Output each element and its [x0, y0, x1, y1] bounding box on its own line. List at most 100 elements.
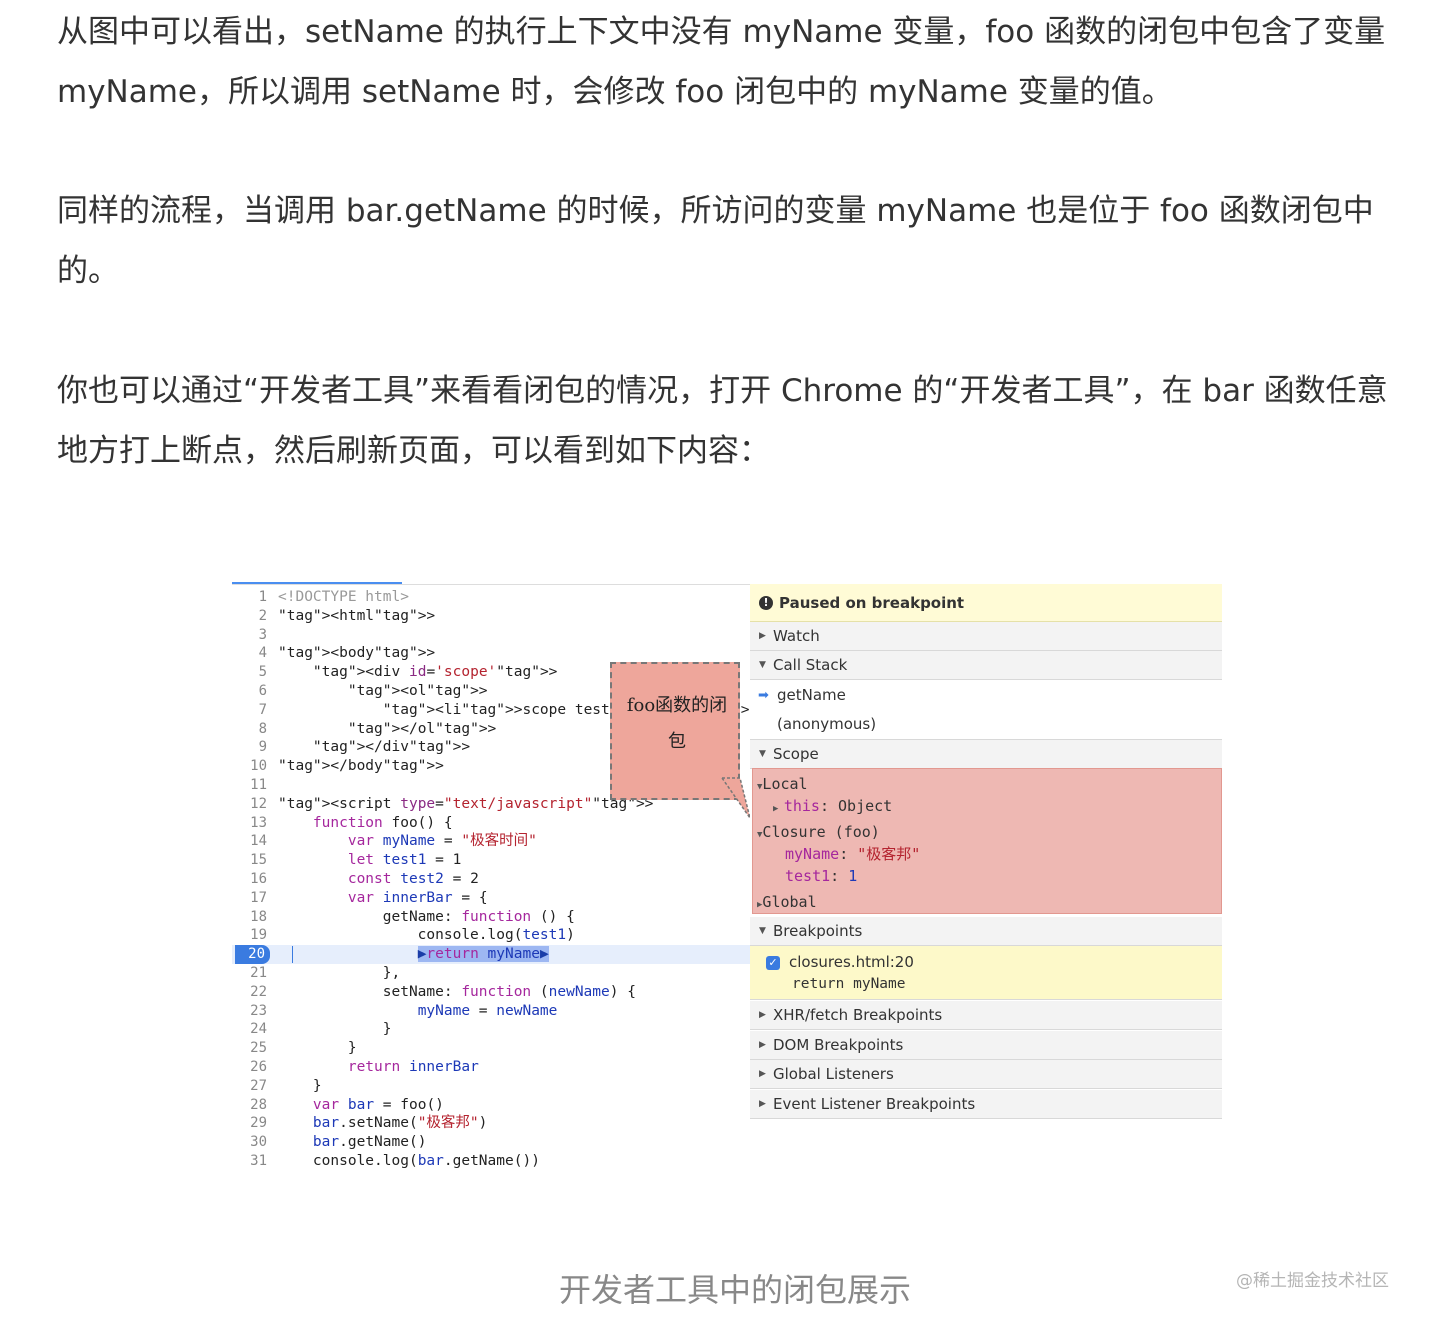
code-text: "tag"></body"tag">>: [278, 758, 444, 775]
line-number[interactable]: 20: [235, 945, 270, 965]
line-number[interactable]: 23: [250, 1002, 267, 1019]
line-number[interactable]: 5: [258, 664, 267, 681]
line-number[interactable]: 2: [258, 607, 267, 624]
scope-this[interactable]: ▶ this: Object: [773, 797, 893, 815]
scope-local[interactable]: ▼Local: [757, 773, 808, 795]
collapse-arrow-icon: ▼: [757, 782, 763, 792]
code-text: <!DOCTYPE html>: [278, 589, 409, 605]
code-line: 12 "tag"><script type="text/javascript""t…: [232, 795, 750, 814]
line-number[interactable]: 11: [250, 777, 267, 793]
line-number[interactable]: 30: [250, 1134, 267, 1151]
code-text: myName = newName: [417, 1002, 558, 1019]
global-listeners-section[interactable]: ▶ Global Listeners: [750, 1060, 1222, 1089]
line-number[interactable]: 1: [258, 589, 267, 605]
section-label: Breakpoints: [773, 922, 863, 940]
callout-text: foo函数的闭包: [626, 695, 728, 752]
checkbox-checked-icon[interactable]: ✓: [766, 956, 780, 970]
devtools-screenshot: 1 <!DOCTYPE html> 2"tag"><html"tag">>3 4 "ta…: [232, 582, 1222, 1177]
line-number[interactable]: 12: [250, 795, 267, 812]
code-line: 5 "tag"><div id='scope'"tag">>: [232, 663, 750, 682]
code-text: "tag"><div id='scope'"tag">>: [312, 664, 558, 681]
line-number[interactable]: 16: [250, 871, 267, 887]
line-number[interactable]: 28: [250, 1096, 267, 1113]
section-label: Watch: [773, 627, 820, 645]
code-line: 30 bar.getName(): [232, 1133, 750, 1152]
line-number[interactable]: 24: [250, 1021, 267, 1038]
breakpoints-section[interactable]: ▼ Breakpoints: [750, 917, 1222, 946]
line-number[interactable]: 8: [258, 720, 267, 737]
code-line: 21 },: [232, 964, 750, 983]
scope-label: Closure (foo): [762, 823, 880, 841]
current-frame-arrow-icon: ➡: [758, 688, 769, 703]
line-number[interactable]: 4: [258, 645, 267, 662]
scope-closure[interactable]: ▼Closure (foo): [757, 821, 880, 843]
scope-global[interactable]: ▶Global: [757, 891, 817, 913]
line-number[interactable]: 26: [250, 1059, 267, 1075]
code-text: }: [278, 1040, 357, 1057]
property-key: test1: [785, 867, 831, 885]
line-number[interactable]: 19: [250, 927, 267, 944]
line-number[interactable]: 10: [250, 758, 267, 775]
code-text: bar.setName("极客邦"): [312, 1115, 488, 1132]
code-line: 25 }: [232, 1039, 750, 1058]
collapse-arrow-icon: ▼: [759, 749, 766, 759]
breakpoint-code: return myName: [792, 976, 906, 992]
code-line: 22 setName: function (newName) {: [232, 983, 750, 1002]
code-text: "tag"></ol"tag">>: [347, 720, 497, 737]
line-number[interactable]: 31: [250, 1153, 267, 1169]
expand-arrow-icon: ▶: [773, 804, 784, 814]
breakpoint-item: ✓ closures.html:20 return myName: [750, 946, 1222, 1000]
code-text: return innerBar: [347, 1059, 479, 1075]
line-number[interactable]: 29: [250, 1115, 267, 1132]
code-line: 9 "tag"></div"tag">>: [232, 738, 750, 757]
line-number[interactable]: 3: [258, 626, 267, 643]
code-line: 8 "tag"></ol"tag">>: [232, 720, 750, 739]
line-number[interactable]: 21: [250, 965, 267, 981]
line-number[interactable]: 18: [250, 908, 267, 925]
paragraph-2: 同样的流程，当调用 bar.getName 的时候，所访问的变量 myName …: [57, 193, 1374, 289]
line-number[interactable]: 7: [258, 701, 267, 718]
expand-arrow-icon: ▶: [759, 1069, 766, 1079]
watch-section[interactable]: ▶ Watch: [750, 622, 1222, 651]
code-text: getName: function () {: [278, 908, 575, 925]
figure-caption: 开发者工具中的闭包展示: [558, 1271, 911, 1309]
expand-arrow-icon: ▶: [757, 900, 763, 910]
line-number[interactable]: 13: [250, 814, 267, 831]
scope-section[interactable]: ▼ Scope: [750, 740, 1222, 769]
line-number[interactable]: 14: [250, 833, 267, 850]
code-text: }: [278, 1021, 392, 1038]
event-listener-breakpoints-section[interactable]: ▶ Event Listener Breakpoints: [750, 1090, 1222, 1119]
stack-frame-getname[interactable]: ➡ getName: [750, 681, 1222, 710]
stack-frame-anonymous[interactable]: (anonymous): [750, 710, 1222, 740]
code-editor[interactable]: 1 <!DOCTYPE html> 2"tag"><html"tag">>3 4 "ta…: [232, 588, 758, 1177]
code-text: const test2 = 2: [347, 871, 479, 887]
line-number[interactable]: 17: [250, 889, 267, 906]
debugger-sidebar: ! Paused on breakpoint ▶ Watch ▼ Call St…: [750, 584, 1222, 1177]
dom-breakpoints-section[interactable]: ▶ DOM Breakpoints: [750, 1031, 1222, 1060]
property-value: Object: [838, 797, 893, 815]
scope-label: Global: [762, 893, 817, 911]
line-number[interactable]: 6: [258, 683, 267, 699]
code-text: "tag"><script type="text/javascript""tag…: [278, 795, 654, 812]
code-line: 19 console.log(test1): [232, 926, 750, 945]
line-number[interactable]: 22: [250, 983, 267, 1000]
code-line: 16 const test2 = 2: [232, 870, 750, 889]
code-line: 17 var innerBar = {: [232, 889, 750, 908]
callout-arrow: [720, 777, 751, 819]
line-number[interactable]: 27: [250, 1077, 267, 1094]
section-label: Scope: [773, 745, 819, 763]
tab-indicator: [232, 582, 402, 584]
expand-arrow-icon: ▶: [759, 1040, 766, 1050]
line-number[interactable]: 9: [258, 739, 267, 756]
line-number[interactable]: 25: [250, 1040, 267, 1057]
breakpoint-file[interactable]: closures.html:20: [789, 953, 914, 971]
line-number[interactable]: 15: [250, 852, 267, 869]
xhr-breakpoints-section[interactable]: ▶ XHR/fetch Breakpoints: [750, 1001, 1222, 1030]
expand-arrow-icon: ▶: [759, 1099, 766, 1109]
code-text: "tag"></div"tag">>: [312, 739, 471, 756]
code-text: setName: function (newName) {: [278, 983, 636, 1000]
code-line: 2"tag"><html"tag">>: [232, 607, 750, 626]
section-label: XHR/fetch Breakpoints: [773, 1006, 943, 1024]
call-stack-section[interactable]: ▼ Call Stack: [750, 651, 1222, 680]
code-line: 28 var bar = foo(): [232, 1096, 750, 1115]
